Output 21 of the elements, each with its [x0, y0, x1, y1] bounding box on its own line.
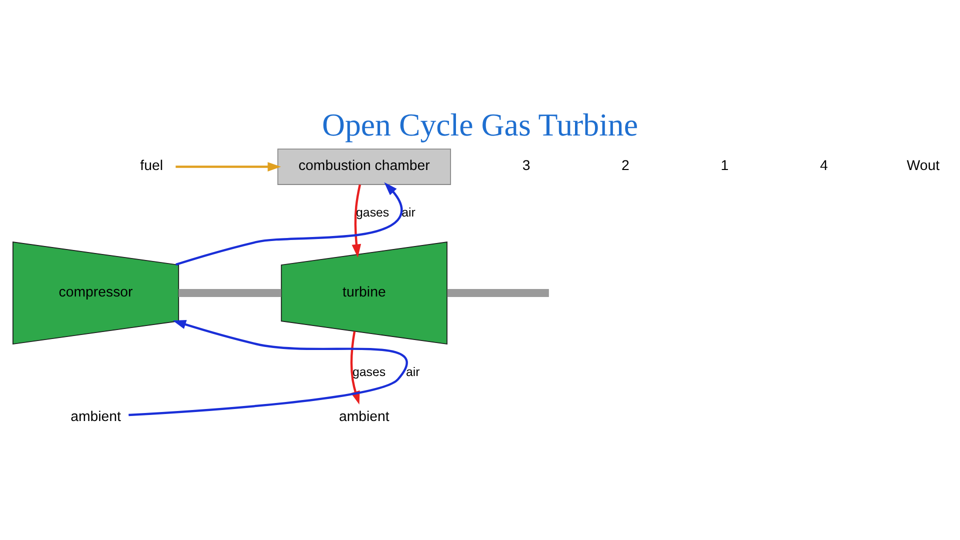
- arrow: [352, 184, 362, 258]
- connector: [178, 289, 282, 298]
- arrow: [176, 162, 281, 172]
- arrow: [176, 182, 403, 266]
- edge-label: gases: [352, 365, 386, 380]
- node-text: fuel: [140, 158, 163, 174]
- node-box: compressor: [12, 242, 180, 345]
- label: 4: [820, 158, 828, 174]
- edge-label: air: [402, 206, 416, 220]
- node-text: ambient: [338, 408, 390, 425]
- node-box: combustion chamber: [277, 148, 451, 185]
- connector: [447, 289, 549, 298]
- node-text: ambient: [70, 408, 121, 425]
- edge-label: gases: [356, 206, 390, 220]
- diagram-title: Open Cycle Gas Turbine: [322, 108, 638, 143]
- edge-label: air: [406, 365, 420, 380]
- arrow: [128, 320, 408, 416]
- label: 3: [522, 158, 530, 174]
- label: 2: [622, 158, 630, 174]
- label: Wout: [906, 158, 940, 174]
- label: 1: [720, 158, 729, 174]
